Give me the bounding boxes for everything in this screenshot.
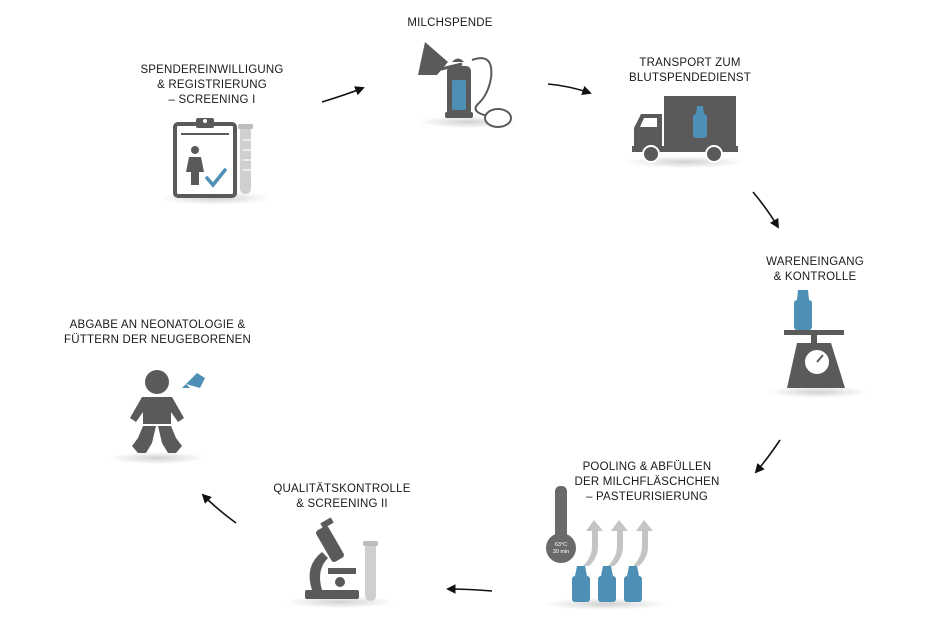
step-donor-label: SPENDEREINWILLIGUNG & REGISTRIERUNG – SC… bbox=[132, 63, 292, 108]
arrow-donation-to-transport bbox=[547, 83, 592, 95]
label-line: & KONTROLLE bbox=[773, 271, 857, 283]
thermometer-temp: 63°C bbox=[555, 542, 567, 548]
clipboard-donor-icon bbox=[160, 118, 270, 205]
breast-pump-icon bbox=[418, 42, 518, 128]
label-line: ABGABE AN NEONATOLOGIE & bbox=[69, 319, 246, 331]
arrow-transport-to-receipt bbox=[752, 191, 779, 229]
microscope-icon bbox=[285, 517, 395, 608]
arrow-quality-to-delivery bbox=[201, 493, 237, 524]
arrow-pooling-to-quality bbox=[446, 584, 493, 594]
label-line: & REGISTRIERUNG bbox=[157, 79, 267, 91]
label-line: FÜTTERN DER NEUGEBORENEN bbox=[64, 334, 251, 346]
label-line: – SCREENING I bbox=[168, 94, 256, 106]
step-pooling-label: POOLING & ABFÜLLEN DER MILCHFLÄSCHCHEN –… bbox=[562, 460, 732, 505]
label-line: TRANSPORT ZUM bbox=[639, 57, 741, 69]
step-quality-label: QUALITÄTSKONTROLLE & SCREENING II bbox=[262, 482, 422, 512]
step-transport-label: TRANSPORT ZUM BLUTSPENDEDIENST bbox=[605, 56, 775, 86]
label-line: DER MILCHFLÄSCHCHEN bbox=[574, 476, 720, 488]
label-line: BLUTSPENDEDIENST bbox=[628, 72, 752, 84]
label-line: SPENDEREINWILLIGUNG bbox=[140, 64, 284, 76]
step-receipt-label: WARENEINGANG & KONTROLLE bbox=[745, 255, 885, 285]
arrow-donor-to-donation bbox=[321, 86, 365, 103]
scale-icon bbox=[768, 290, 868, 398]
thermometer-time: 30 min bbox=[553, 549, 570, 555]
baby-icon bbox=[109, 370, 205, 464]
label-line: QUALITÄTSKONTROLLE bbox=[273, 483, 411, 495]
truck-icon bbox=[625, 96, 745, 168]
step-delivery-label: ABGABE AN NEONATOLOGIE & FÜTTERN DER NEU… bbox=[55, 318, 260, 348]
label-line: MILCHSPENDE bbox=[407, 17, 493, 29]
label-line: POOLING & ABFÜLLEN bbox=[582, 461, 712, 473]
label-line: – PASTEURISIERUNG bbox=[585, 491, 709, 503]
label-line: & SCREENING II bbox=[296, 498, 388, 510]
step-donation-label: MILCHSPENDE bbox=[395, 16, 505, 31]
pasteurization-icon: 63°C 30 min bbox=[543, 486, 667, 610]
label-line: WARENEINGANG bbox=[766, 256, 864, 268]
arrow-receipt-to-pooling bbox=[754, 439, 781, 474]
